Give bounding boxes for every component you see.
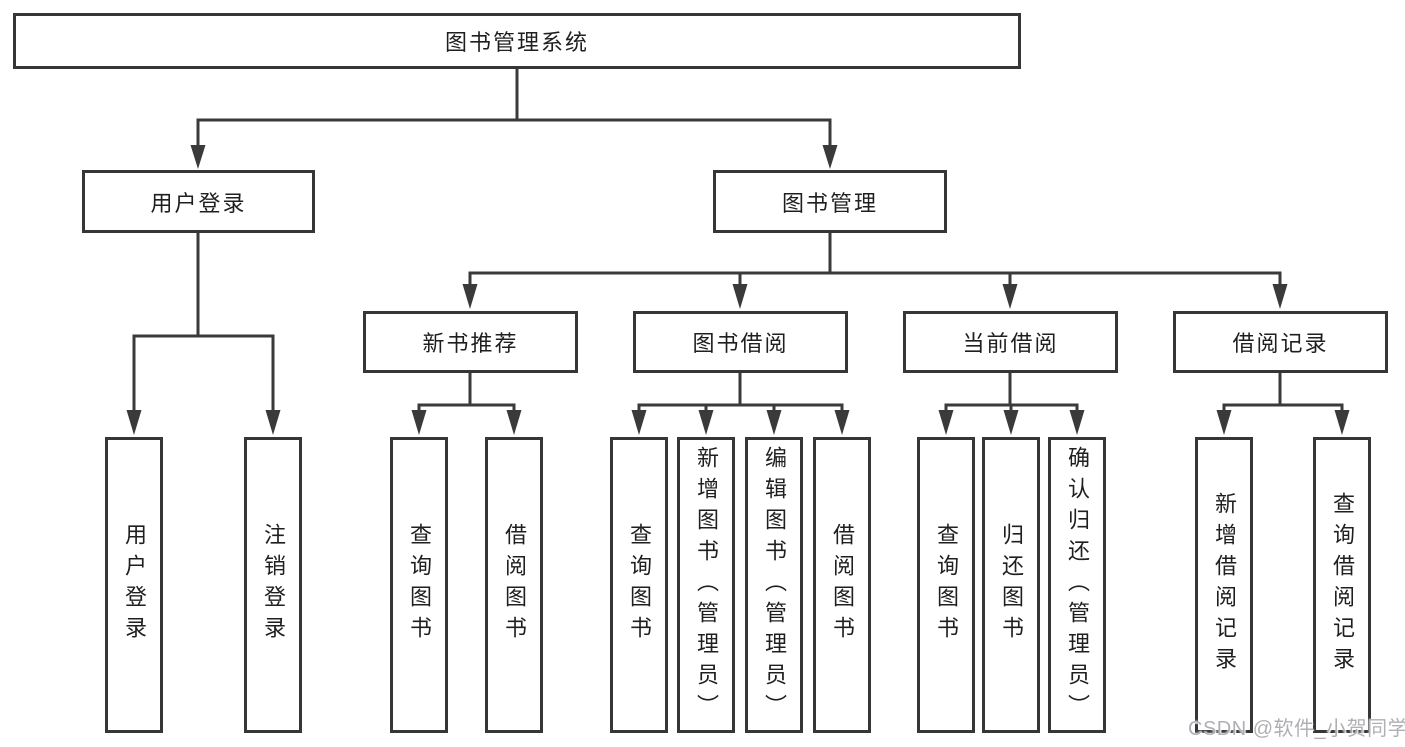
connector-book-borrow-children [631, 373, 850, 435]
connector-borrow-record-children [1216, 373, 1350, 435]
node-label: 借阅图书 [830, 523, 855, 647]
csdn-watermark: CSDN @软件_小贺同学 [1188, 718, 1405, 740]
node-user-login: 用户登录 [82, 170, 315, 233]
node-label: 查询图书 [627, 523, 652, 647]
node-label: 新书推荐 [422, 331, 519, 356]
node-label: 新增借阅记录 [1212, 492, 1237, 678]
leaf-query-books-recommend: 查询图书 [390, 437, 448, 733]
node-label: 归还图书 [999, 523, 1024, 647]
node-borrow-records: 借阅记录 [1173, 311, 1388, 373]
node-label: 图书管理系统 [444, 30, 589, 55]
node-library-system: 图书管理系统 [13, 13, 1021, 69]
node-label: 查询图书 [407, 523, 432, 647]
node-label: 借阅记录 [1232, 331, 1329, 356]
node-label: 用户登录 [122, 523, 147, 647]
leaf-add-book-admin: 新增图书（管理员） [677, 437, 735, 733]
node-book-management: 图书管理 [713, 170, 947, 233]
leaf-return-book: 归还图书 [982, 437, 1040, 733]
leaf-borrow-books-recommend: 借阅图书 [485, 437, 543, 733]
node-current-borrowing: 当前借阅 [903, 311, 1118, 373]
connector-new-book-children [411, 373, 522, 435]
node-label: 用户登录 [150, 190, 247, 216]
node-label: 新增图书（管理员） [694, 445, 719, 725]
connector-book-mgmt-to-level3 [462, 233, 1288, 309]
leaf-query-books-borrowing: 查询图书 [610, 437, 668, 733]
connector-root-to-level2 [190, 69, 838, 169]
leaf-query-borrow-record: 查询借阅记录 [1313, 437, 1371, 733]
leaf-edit-book-admin: 编辑图书（管理员） [745, 437, 803, 733]
node-label: 编辑图书（管理员） [762, 445, 787, 725]
node-label: 确认归还（管理员） [1065, 445, 1090, 725]
node-label: 图书管理 [781, 190, 878, 216]
leaf-add-borrow-record: 新增借阅记录 [1195, 437, 1253, 733]
connector-current-borrow-children [938, 373, 1085, 435]
leaf-user-login: 用户登录 [105, 437, 163, 733]
node-new-book-recommend: 新书推荐 [363, 311, 578, 373]
connector-user-login-children [126, 233, 281, 435]
leaf-query-books-current: 查询图书 [917, 437, 975, 733]
node-book-borrowing: 图书借阅 [633, 311, 848, 373]
node-label: 图书借阅 [692, 331, 789, 356]
leaf-confirm-return-admin: 确认归还（管理员） [1048, 437, 1106, 733]
leaf-logout: 注销登录 [244, 437, 302, 733]
node-label: 查询借阅记录 [1330, 492, 1355, 678]
node-label: 借阅图书 [502, 523, 527, 647]
node-label: 当前借阅 [962, 331, 1059, 356]
node-label: 查询图书 [934, 523, 959, 647]
node-label: 注销登录 [261, 523, 286, 647]
leaf-borrow-books-borrowing: 借阅图书 [813, 437, 871, 733]
